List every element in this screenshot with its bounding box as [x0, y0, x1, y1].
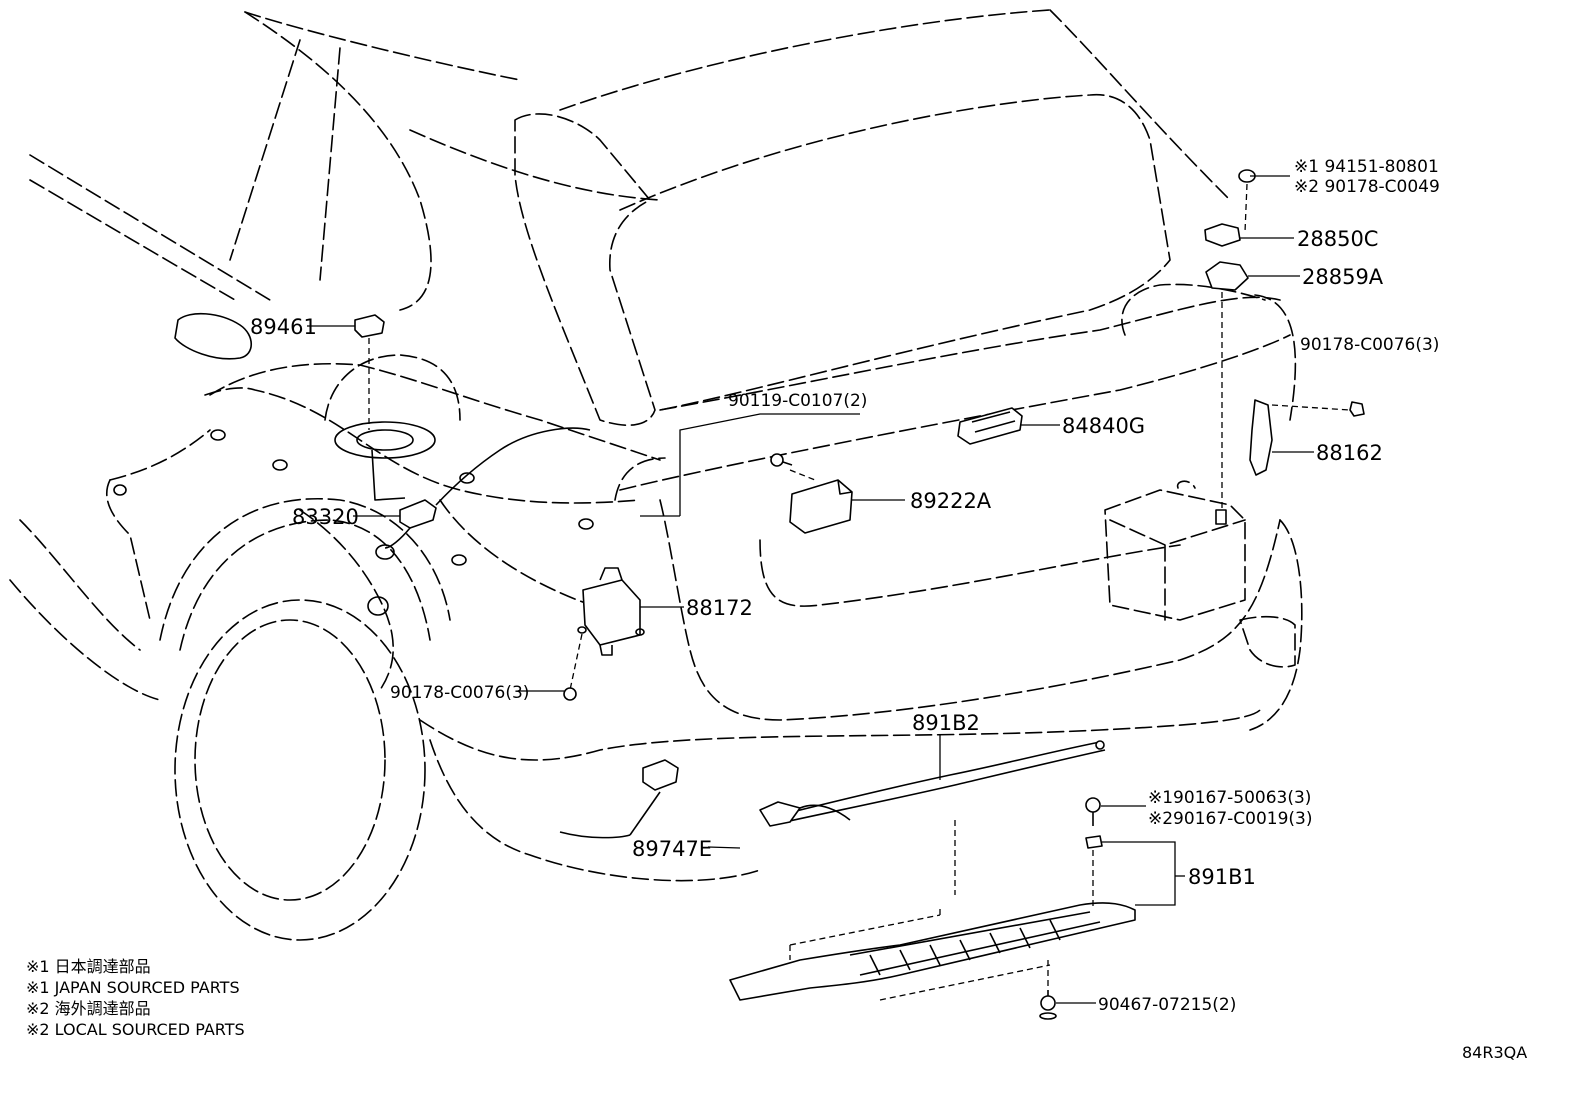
part-89747e-sensor [559, 759, 679, 839]
legend: ※1 日本調達部品 ※1 JAPAN SOURCED PARTS ※2 海外調達… [26, 957, 245, 1039]
legend-line-3: ※2 海外調達部品 [26, 999, 151, 1018]
label-alt-clip-1: ※190167-50063(3) [1148, 788, 1311, 808]
label-28859a: 28859A [1302, 265, 1384, 289]
legend-line-2: ※1 JAPAN SOURCED PARTS [26, 978, 240, 997]
label-alt-top-1: ※1 94151-80801 [1294, 157, 1439, 177]
label-88172: 88172 [686, 596, 753, 620]
diagram-code: 84R3QA [1462, 1043, 1527, 1062]
part-83320-sensor [384, 427, 591, 549]
label-alt-top-2: ※2 90178-C0049 [1294, 177, 1440, 197]
label-88162: 88162 [1316, 441, 1383, 465]
part-88172-module [563, 567, 645, 701]
label-90119-c0107: 90119-C0107(2) [728, 391, 867, 411]
vehicle-outline [9, 9, 1303, 941]
leader-lines [307, 175, 1314, 1004]
part-28850c-actuator [1204, 169, 1256, 247]
label-89222a: 89222A [910, 489, 992, 513]
part-labels: 89461 83320 90178-C0076(3) 88172 90119-C… [250, 157, 1440, 1015]
label-28850c: 28850C [1297, 227, 1378, 251]
legend-line-1: ※1 日本調達部品 [26, 957, 151, 976]
label-alt-clip-2: ※290167-C0019(3) [1148, 809, 1313, 829]
label-891b2: 891B2 [912, 711, 980, 735]
label-90467-07215: 90467-07215(2) [1098, 995, 1236, 1015]
part-891b2-wire-harness [759, 740, 1106, 895]
part-88162-sensor [1249, 399, 1365, 476]
part-89461-sensor [354, 314, 406, 501]
part-84840g-switch [957, 407, 1023, 445]
label-90178-c0076-left: 90178-C0076(3) [390, 683, 529, 703]
part-891b1-antenna [729, 797, 1136, 1020]
label-83320: 83320 [292, 505, 359, 529]
part-28859a-bracket [1205, 261, 1249, 525]
label-90178-c0076-right: 90178-C0076(3) [1300, 335, 1439, 355]
part-89222a-ecu [770, 453, 853, 534]
legend-line-4: ※2 LOCAL SOURCED PARTS [26, 1020, 245, 1039]
label-891b1: 891B1 [1188, 865, 1256, 889]
label-89747e: 89747E [632, 837, 712, 861]
label-84840g: 84840G [1062, 414, 1145, 438]
label-89461: 89461 [250, 315, 317, 339]
